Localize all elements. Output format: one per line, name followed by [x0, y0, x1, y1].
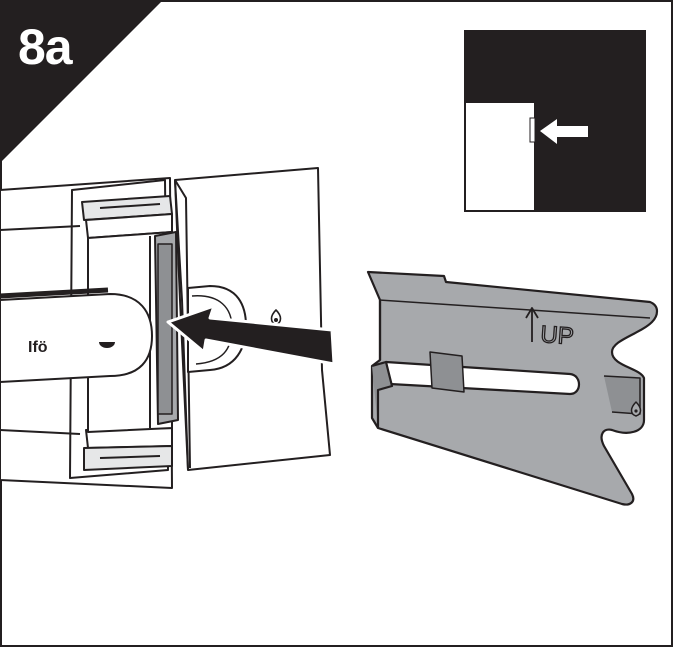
insert-part-up-marking: UP	[540, 321, 575, 350]
detail-inset	[464, 30, 646, 212]
flame-symbol-icon	[630, 401, 642, 417]
insert-cartridge	[366, 270, 659, 506]
arrow-right-icon	[166, 304, 336, 366]
device-brand-text: Ifö	[28, 339, 48, 356]
device-housing	[0, 177, 179, 489]
step-corner-triangle	[0, 0, 163, 163]
step-label: 8a	[18, 19, 73, 75]
up-arrow-icon	[525, 307, 539, 342]
arrow-left-icon	[540, 119, 588, 144]
